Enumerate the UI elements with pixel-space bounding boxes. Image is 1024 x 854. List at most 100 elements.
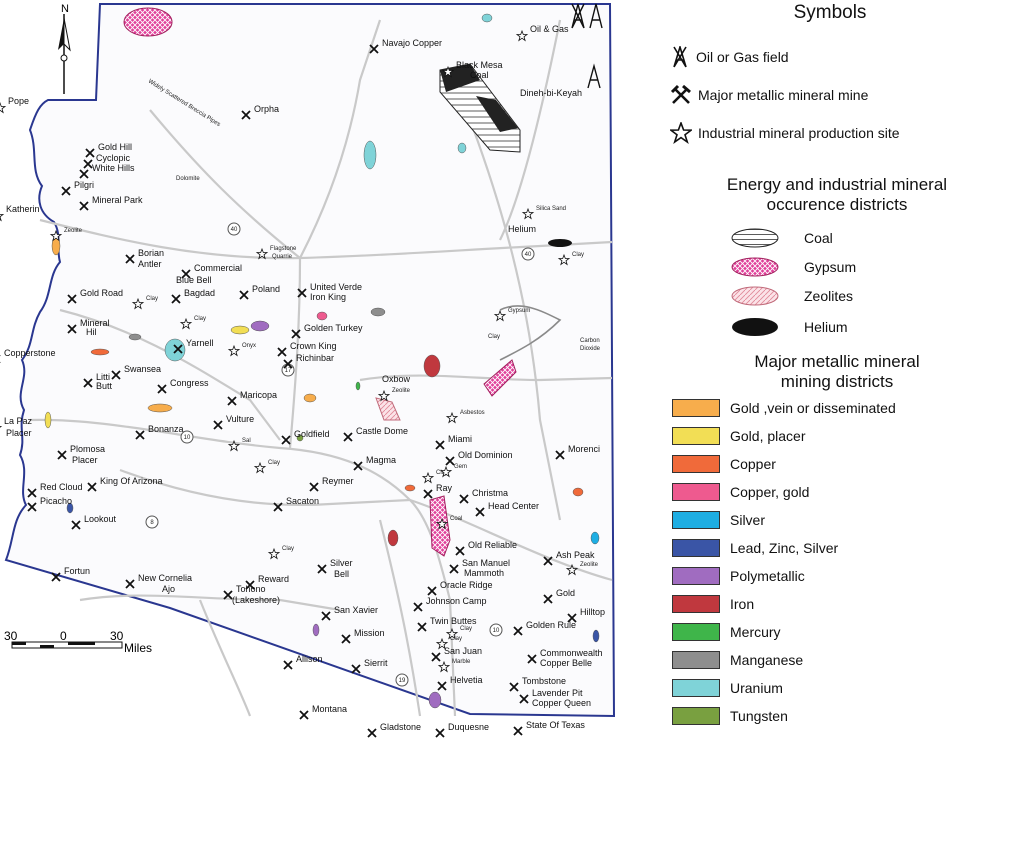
color-swatch (672, 595, 720, 613)
place-label-gold2: Gold (556, 588, 575, 598)
lead-zinc-silver-area (592, 629, 600, 643)
star-icon (227, 344, 241, 357)
place-label-zeolite2: Zeolite (392, 388, 411, 394)
pick-hammer-icon (71, 520, 81, 530)
pick-hammer-icon (437, 681, 447, 691)
gypsum-area (483, 359, 517, 397)
place-label-plomosa2: Placer (72, 455, 98, 465)
pick-hammer-icon (111, 370, 121, 380)
place-label-head-center: Head Center (488, 501, 539, 511)
pick-hammer-icon (413, 602, 423, 612)
symbols-title: Symbols (793, 2, 867, 23)
pick-hammer-icon (245, 580, 255, 590)
legend-zeolites: Zeolites (730, 285, 853, 307)
highway-shield (521, 247, 535, 261)
color-swatch (672, 539, 720, 557)
place-label-black-mesa: Black Mesa (456, 60, 503, 70)
place-label-johnson-camp: Johnson Camp (426, 596, 487, 606)
place-label-ash-peak: Ash Peak (556, 550, 595, 560)
pick-hammer-icon (435, 440, 445, 450)
star-icon (445, 411, 459, 424)
place-label-mineral-hill2: Hil (86, 327, 97, 337)
star-icon (377, 389, 391, 402)
place-label-clay9: Clay (450, 636, 462, 642)
star-icon (131, 297, 145, 310)
place-label-flagstone: Flagstone (270, 246, 297, 252)
gold-placer-area (230, 325, 250, 335)
place-label-litti: Litti (96, 372, 110, 382)
place-label-clay7: Clay (282, 546, 294, 552)
pick-hammer-icon (85, 148, 95, 158)
pick-hammer-icon (670, 84, 691, 104)
place-label-fortun: Fortun (64, 566, 90, 576)
place-label-hilltop: Hilltop (580, 607, 605, 617)
place-label-oracle-ridge: Oracle Ridge (440, 580, 493, 590)
place-label-carbon-dioxide: Carbon (580, 338, 600, 344)
pick-hammer-icon (343, 432, 353, 442)
place-label-reymer: Reymer (322, 476, 354, 486)
north-arrow-icon: N (58, 3, 71, 94)
place-label-onyx: Onyx (242, 343, 256, 349)
place-label-oil-gas: Oil & Gas (530, 24, 569, 34)
place-label-silver-bell: Silver (330, 558, 353, 568)
manganese-area (128, 333, 142, 341)
pick-hammer-icon (227, 396, 237, 406)
manganese-area (370, 307, 386, 317)
place-label-reward: Reward (258, 574, 289, 584)
mercury-area (355, 381, 361, 391)
place-label-san-xavier: San Xavier (334, 605, 378, 615)
place-label-old-reliable: Old Reliable (468, 540, 517, 550)
highway-label: 40 (231, 227, 238, 233)
pick-hammer-icon (417, 622, 427, 632)
pick-hammer-icon (527, 654, 537, 664)
occurrence-title: Energy and industrial mineral occurence … (726, 175, 948, 214)
star-icon (0, 214, 5, 222)
pick-hammer-icon (509, 682, 519, 692)
place-label-borian: Borian (138, 248, 164, 258)
star-icon (179, 317, 193, 330)
pick-hammer-icon (519, 694, 529, 704)
copper-gold-area (316, 311, 328, 321)
pick-hammer-icon (79, 201, 89, 211)
pick-hammer-icon (79, 169, 89, 179)
legend-metallic-item: Polymetallic (672, 566, 805, 586)
pick-hammer-icon (513, 626, 523, 636)
gold-vein-area (147, 403, 173, 413)
pick-hammer-icon (125, 254, 135, 264)
place-label-butt: Butt (96, 381, 113, 391)
pick-hammer-icon (299, 710, 309, 720)
color-swatch (672, 567, 720, 585)
pick-hammer-icon (125, 579, 135, 589)
copper-area (404, 484, 416, 492)
pick-hammer-icon (353, 461, 363, 471)
helium-swatch (732, 318, 778, 336)
highway-shield (395, 673, 409, 687)
pick-hammer-icon (317, 564, 327, 574)
highway-shield (489, 623, 503, 637)
place-label-crown-king: Crown King (290, 341, 337, 351)
place-label-lakeshore: (Lakeshore) (232, 595, 280, 605)
place-label-christma: Christma (472, 488, 508, 498)
place-label-gold-hill: Gold Hill (98, 142, 132, 152)
place-label-allison: Allison (296, 654, 323, 664)
pick-hammer-icon (431, 652, 441, 662)
pick-hammer-icon (239, 290, 249, 300)
place-label-dolomite: Dolomite (176, 176, 200, 182)
place-label-gold-road: Gold Road (80, 288, 123, 298)
iron-area (387, 529, 399, 547)
legend-metallic-item: Tungsten (672, 706, 788, 726)
place-label-picacho: Picacho (40, 496, 72, 506)
place-label-clay3: Clay (194, 316, 206, 322)
legend: Symbols Oil or Gas field Major metallic … (650, 0, 1024, 760)
copper-area (572, 487, 584, 497)
derrick-icon (571, 3, 603, 89)
uranium-area (164, 338, 186, 362)
place-label-mineral-park: Mineral Park (92, 195, 143, 205)
legend-metallic-item: Uranium (672, 678, 783, 698)
place-label-richinbar: Richinbar (296, 353, 334, 363)
highway-label: 17 (285, 368, 292, 374)
legend-helium: Helium (730, 316, 848, 338)
star-icon (267, 547, 281, 560)
pick-hammer-icon (57, 450, 67, 460)
